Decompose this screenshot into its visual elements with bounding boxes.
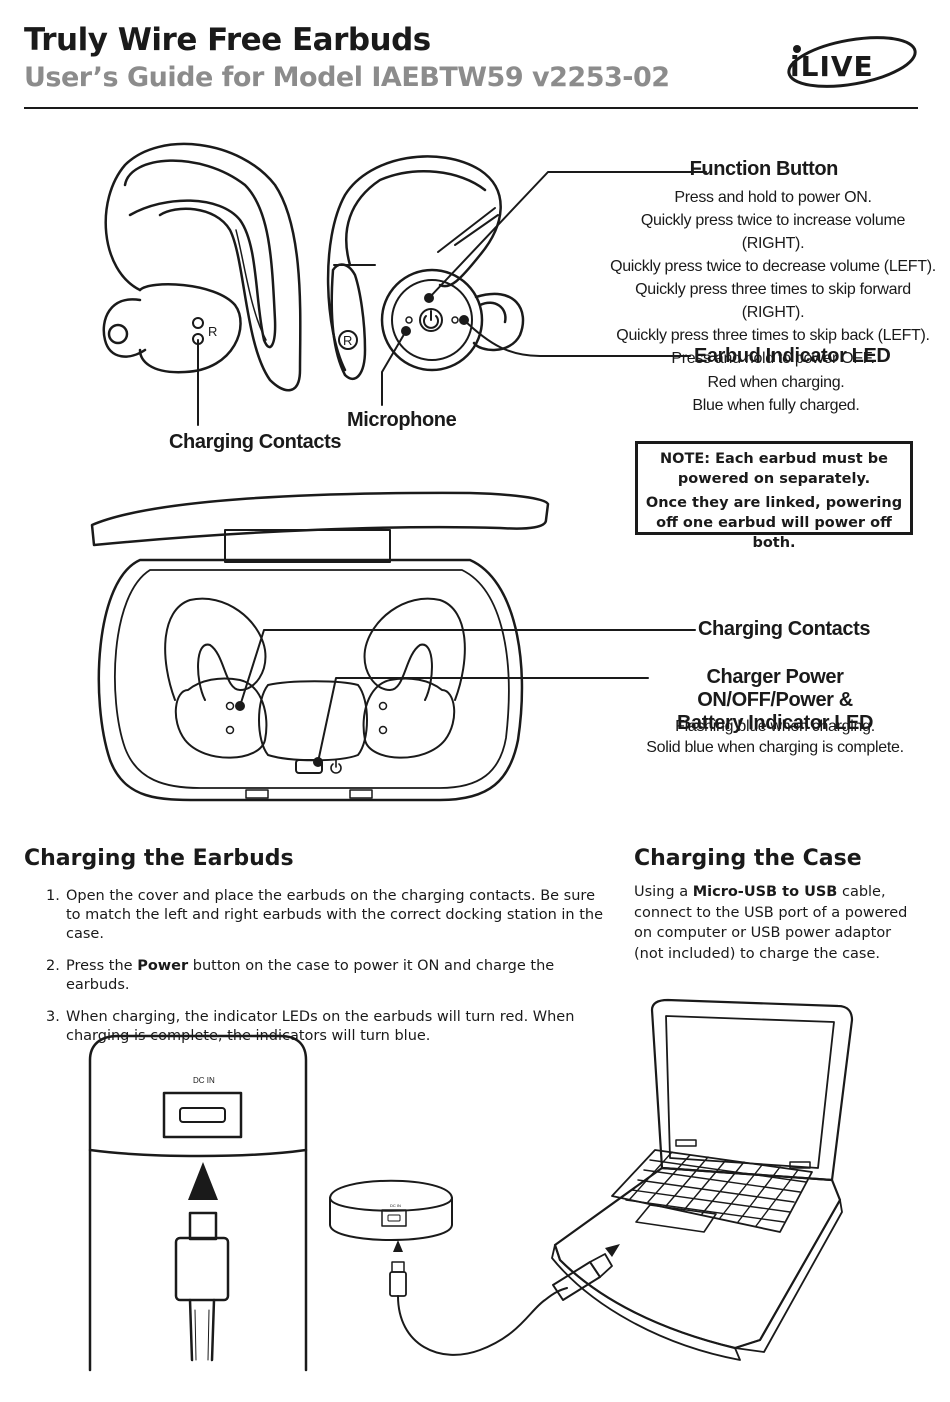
step-text: Open the cover and place the earbuds on …: [66, 888, 603, 942]
case-charging-contacts-label: Charging Contacts: [698, 618, 871, 640]
charging-earbuds-steps: 1. Open the cover and place the earbuds o…: [24, 887, 614, 1059]
note-box: NOTE: Each earbud must be powered on sep…: [635, 441, 913, 551]
dc-in-label-small: DC IN: [390, 1203, 401, 1208]
case-port-closeup: [88, 1034, 308, 1372]
function-line: Press and hold to power ON.: [674, 189, 872, 206]
case-text-post: cable, connect to the USB port of a powe…: [634, 884, 908, 962]
page-title: Truly Wire Free Earbuds: [24, 22, 431, 58]
step-text-bold: Power: [137, 958, 189, 974]
dc-in-label: DC IN: [193, 1076, 215, 1085]
step-item: 3. When charging, the indicator LEDs on t…: [24, 1008, 614, 1046]
charger-line: Flashing blue when charging.: [675, 718, 875, 735]
step-text-pre: Press the: [66, 958, 138, 974]
logo-wordmark: iLIVE: [790, 50, 874, 83]
charging-case: [90, 491, 550, 802]
charging-contacts-label: Charging Contacts: [169, 431, 342, 453]
case-leaders: [235, 629, 696, 767]
ilive-logo: iLIVE: [787, 36, 917, 88]
step-text: When charging, the indicator LEDs on the…: [66, 1009, 575, 1044]
function-button-desc: Press and hold to power ON. Quickly pres…: [610, 186, 936, 370]
charger-power-desc: Flashing blue when charging. Solid blue …: [640, 716, 910, 758]
note-line-1: NOTE: Each earbud must be powered on sep…: [660, 451, 888, 487]
note-line-2: Once they are linked, powering off one e…: [645, 495, 903, 551]
charging-case-text: Using a Micro-USB to USB cable, connect …: [634, 882, 924, 964]
charger-power-title-2: Battery Indicator LED: [676, 712, 874, 734]
step-number: 1.: [46, 888, 60, 904]
case-text-bold: Micro-USB to USB: [692, 884, 838, 900]
function-line: Quickly press twice to increase volume (…: [640, 212, 906, 252]
left-r-mark: R: [208, 324, 217, 339]
function-line: Press and hold to power OFF.: [671, 350, 875, 367]
function-line: Quickly press twice to decrease volume (…: [610, 258, 936, 275]
page-subtitle: User’s Guide for Model IAEBTW59 v2253-02: [24, 62, 670, 93]
left-earbud: R: [102, 142, 302, 426]
charger-line: Solid blue when charging is complete.: [646, 739, 904, 756]
right-r-mark: R: [343, 333, 352, 348]
microphone-label: Microphone: [347, 409, 457, 431]
step-item: 1. Open the cover and place the earbuds o…: [24, 887, 614, 944]
header-divider: [24, 107, 918, 109]
function-line: Quickly press three times to skip forwar…: [635, 281, 911, 321]
charger-power-title: Charger Power ON/OFF/Power & Battery Ind…: [640, 666, 910, 735]
charger-power-title-1: Charger Power ON/OFF/Power &: [697, 666, 853, 711]
function-line: Quickly press three times to skip back (…: [616, 327, 930, 344]
step-text-post: button on the case to power it ON and ch…: [66, 958, 555, 993]
indicator-led-title: Earbud Indicator LED: [694, 345, 891, 367]
step-number: 3.: [46, 1009, 60, 1025]
step-item: 2. Press the Power button on the case to …: [24, 957, 614, 995]
indicator-line: Red when charging.: [707, 374, 845, 391]
indicator-led-desc: Red when charging. Blue when fully charg…: [660, 371, 892, 417]
small-case: [329, 1179, 620, 1356]
right-earbud: R: [326, 155, 525, 381]
laptop: [551, 998, 854, 1361]
charging-earbuds-heading: Charging the Earbuds: [24, 846, 294, 871]
earbud-leaders: [381, 171, 707, 406]
indicator-line: Blue when fully charged.: [692, 397, 860, 414]
charging-case-heading: Charging the Case: [634, 846, 862, 871]
function-button-title: Function Button: [689, 158, 839, 180]
step-number: 2.: [46, 958, 60, 974]
case-text-pre: Using a: [634, 884, 693, 900]
